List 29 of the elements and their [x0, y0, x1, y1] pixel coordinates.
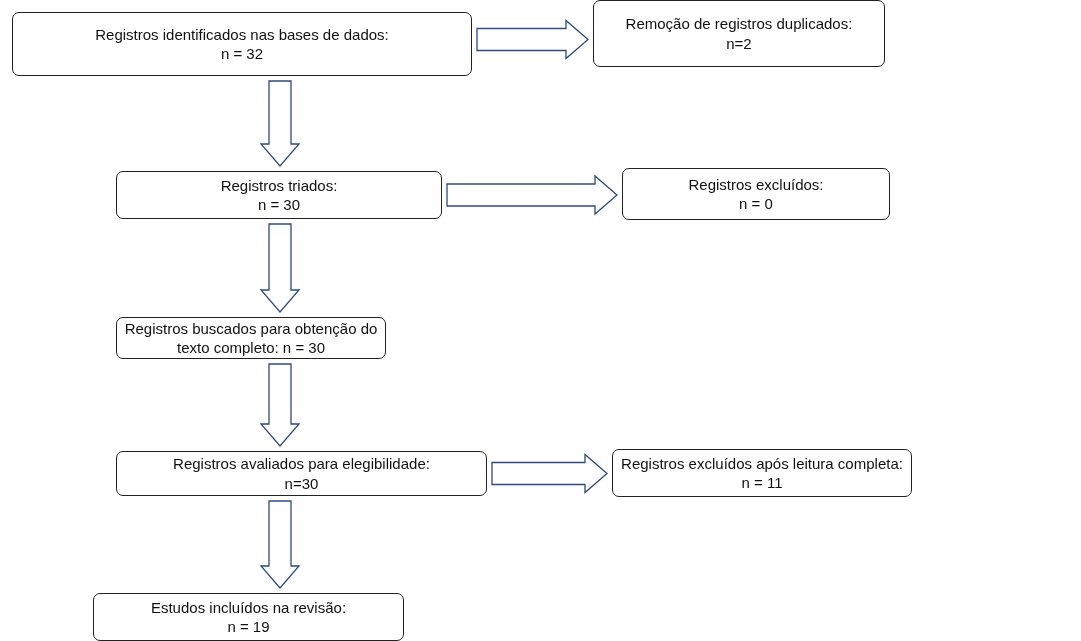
process-box — [612, 449, 912, 497]
block-arrow — [259, 363, 301, 447]
process-box — [116, 451, 487, 496]
box-title: Registros triados: — [220, 175, 338, 195]
process-box — [116, 171, 442, 219]
block-arrow — [476, 19, 589, 60]
box-title: Registros buscados para obtenção do texto completo: n = 30 — [123, 318, 379, 358]
box-title: Estudos incluídos na revisão: — [150, 597, 347, 617]
block-arrow — [491, 453, 608, 494]
box-title: Registros avaliados para elegibilidade: — [173, 454, 430, 474]
count-text: n = 30 — [257, 195, 301, 215]
block-arrow — [259, 223, 301, 313]
count-text: n=30 — [284, 473, 319, 493]
count-text: n = 19 — [227, 617, 270, 637]
count-text: n=2 — [726, 33, 752, 53]
block-arrow — [259, 80, 301, 167]
process-box — [622, 168, 890, 220]
process-box — [93, 593, 404, 641]
box-title: Registros identificados nas bases de dados: — [95, 24, 389, 44]
count-text: n = 32 — [220, 44, 264, 64]
block-arrow — [446, 174, 618, 216]
process-box — [593, 0, 885, 67]
process-box — [12, 12, 472, 76]
box-title: Registros excluídos após leitura completa: — [621, 453, 903, 473]
box-title: Remoção de registros duplicados: — [625, 14, 853, 34]
count-text: n = 0 — [739, 194, 773, 214]
count-text: n = 11 — [741, 473, 783, 493]
block-arrow — [259, 500, 301, 589]
box-title: Registros excluídos: — [688, 174, 824, 194]
